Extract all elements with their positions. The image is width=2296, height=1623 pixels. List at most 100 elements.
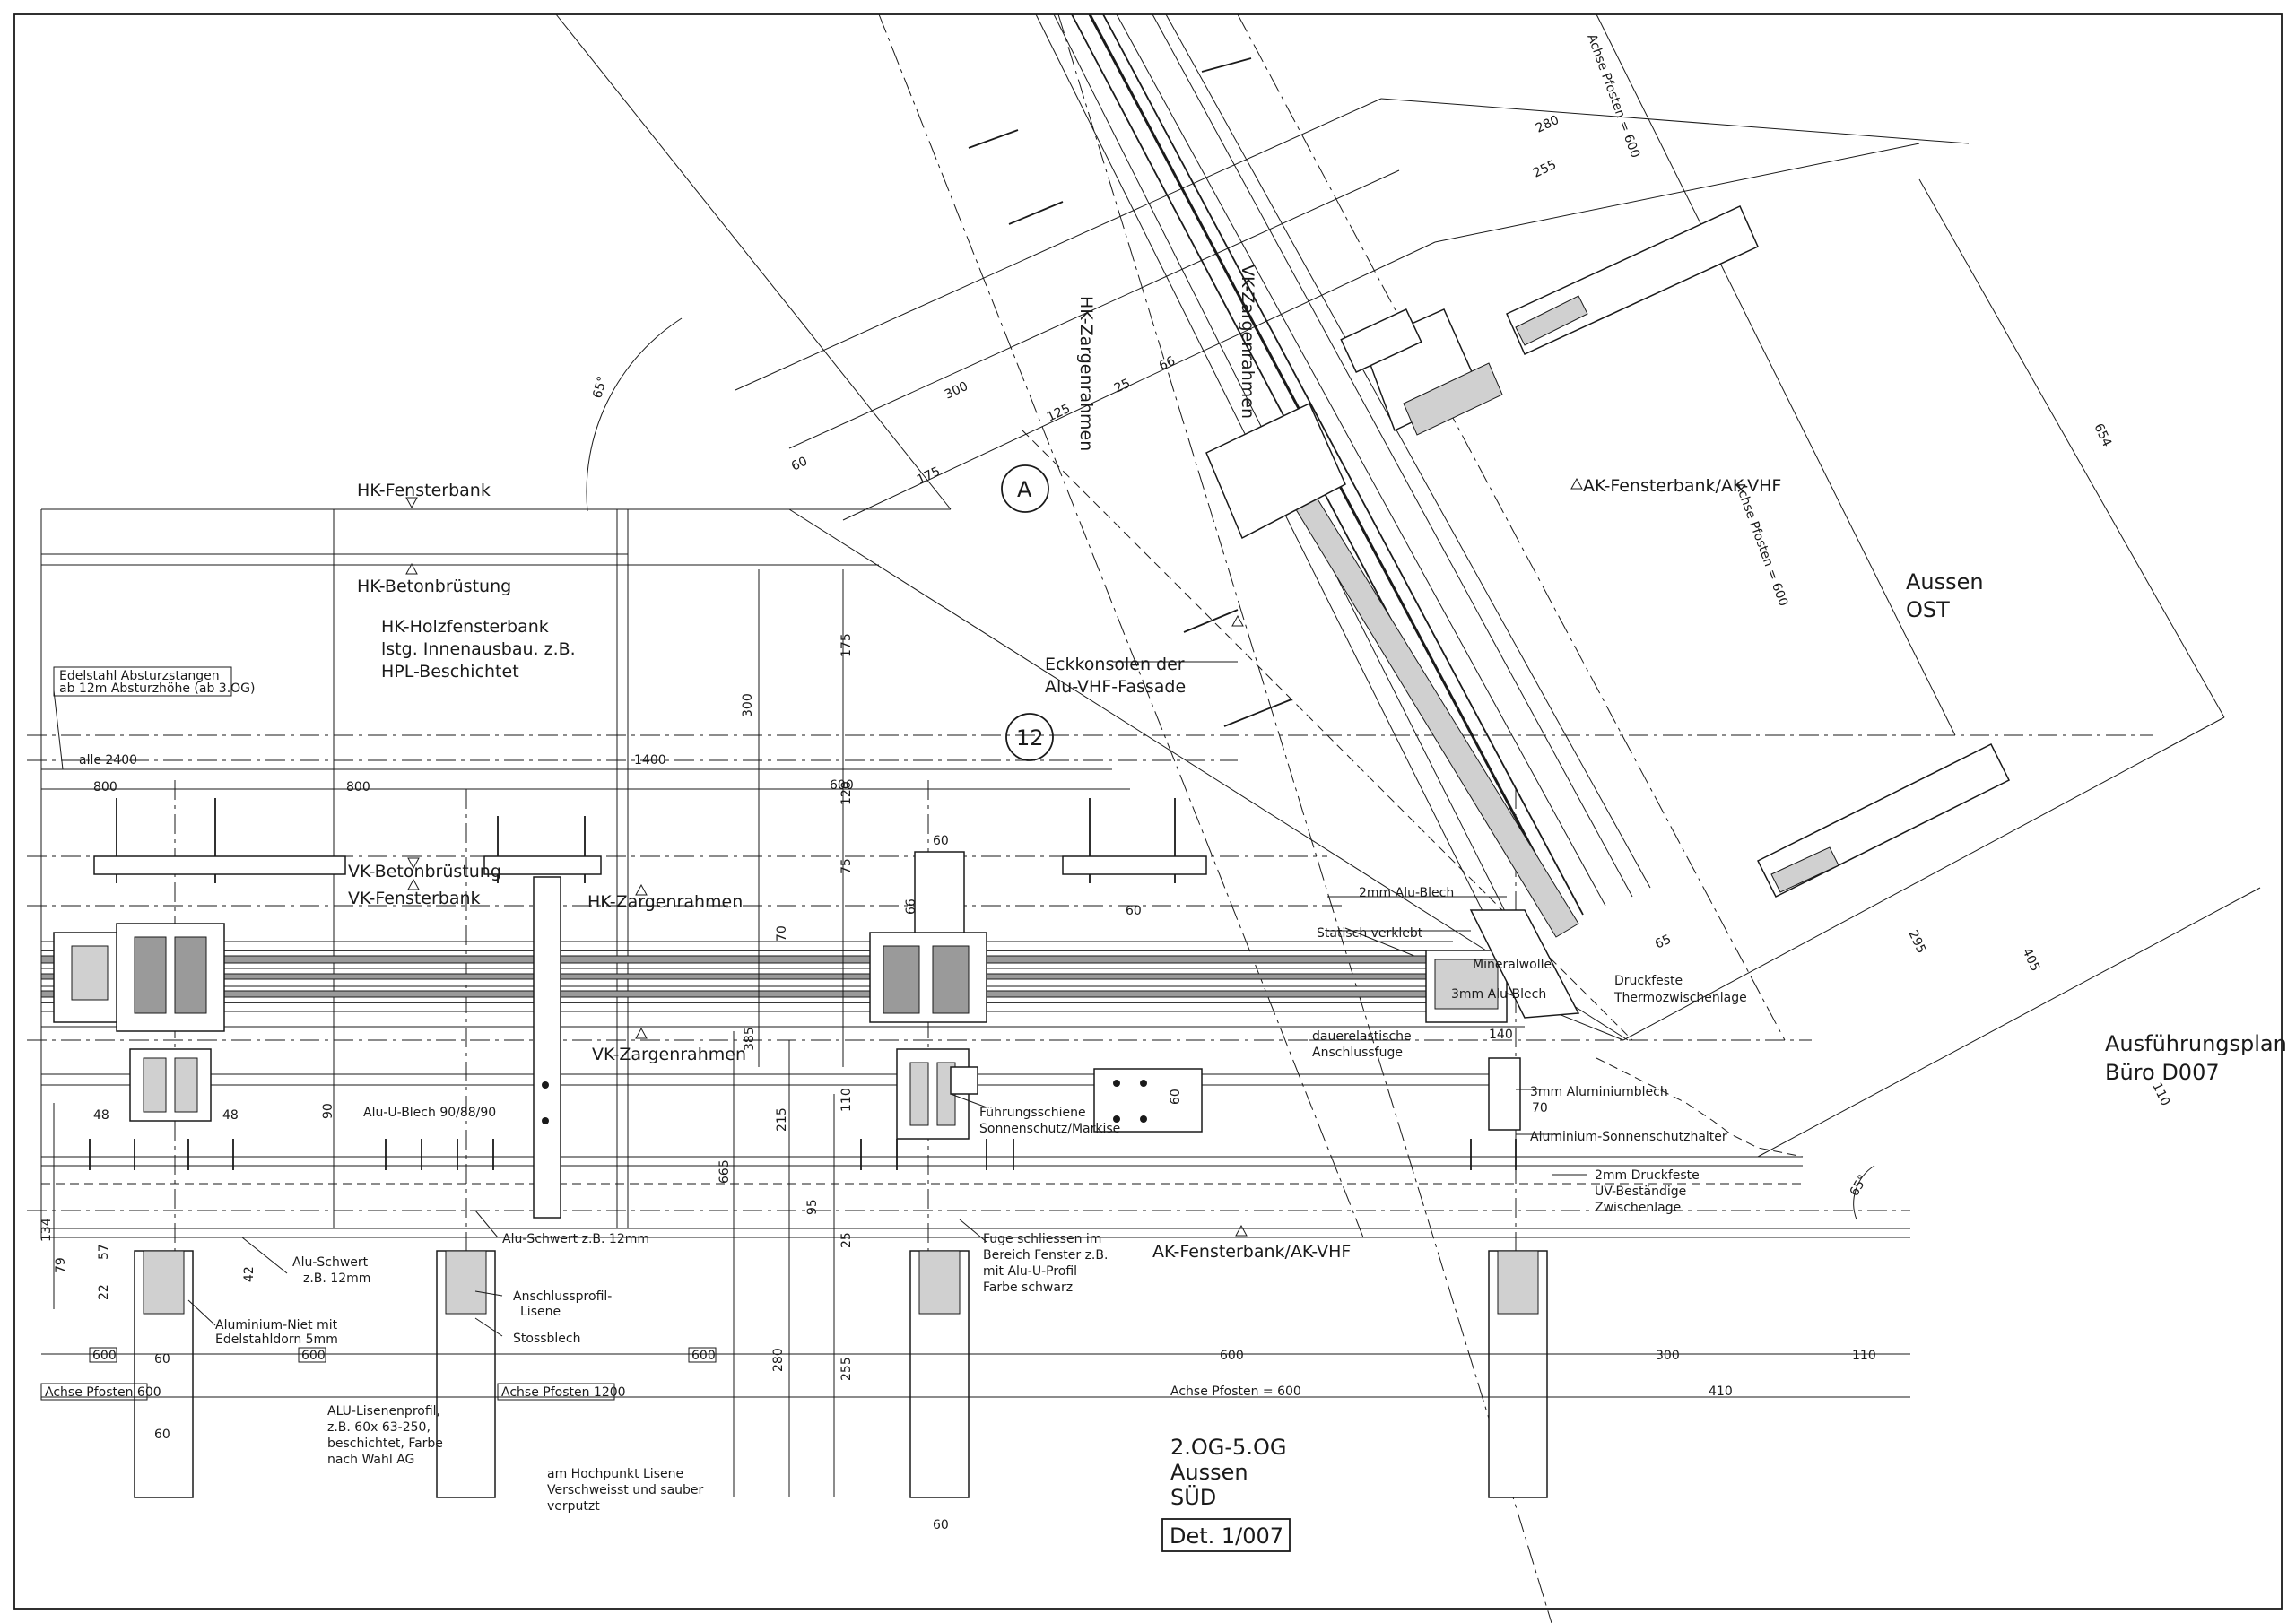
angle-arc-65b: [1853, 1165, 1875, 1220]
dim-60x: 60: [1126, 904, 1142, 918]
aussen-ost-line2: OST: [1906, 597, 1950, 622]
plan-title-line2: Büro D007: [2105, 1060, 2220, 1085]
mineralwolle-label: Mineralwolle: [1473, 958, 1552, 972]
edelstahl-line1: Edelstahl Absturzstangen: [59, 669, 220, 683]
plan-title-line1: Ausführungsplan: [2105, 1031, 2287, 1056]
hk-betonbruestung-label: HK-Betonbrüstung: [357, 577, 511, 596]
vk-fensterbank-label: VK-Fensterbank: [348, 889, 481, 908]
hk-fensterbank-label: HK-Fensterbank: [357, 481, 491, 500]
eckkonsolen-line2: Alu-VHF-Fassade: [1045, 677, 1186, 697]
dim-70h: 70: [1532, 1101, 1548, 1115]
fuge-line2: Bereich Fenster z.B.: [983, 1248, 1108, 1263]
hochpunkt-line3: verputzt: [547, 1499, 600, 1514]
statisch-label: Statisch verklebt: [1317, 926, 1423, 941]
fuge-line4: Farbe schwarz: [983, 1280, 1073, 1295]
dim-90v: 90: [321, 1103, 335, 1119]
achse-pfosten-1200: Achse Pfosten 1200: [501, 1385, 626, 1400]
hk-zargenrahmen-diag: HK-Zargenrahmen: [1076, 296, 1096, 451]
dim-140: 140: [1489, 1028, 1513, 1042]
fuge-line1: Fuge schliessen im: [983, 1232, 1101, 1246]
anschluss-line2: Lisene: [520, 1305, 561, 1319]
dim-255v: 255: [839, 1357, 854, 1381]
anchor-bolts-diag: [968, 57, 1292, 727]
dim-60v: 60: [1169, 1089, 1183, 1105]
dim-175v: 175: [839, 633, 854, 657]
dim-22: 22: [97, 1284, 111, 1300]
dim-60bot: 60: [933, 1518, 949, 1532]
dim-95v: 95: [805, 1199, 820, 1215]
dauerelastisch-line1: dauerelastische: [1312, 1029, 1412, 1044]
hk-holz-line2: lstg. Innenausbau. z.B.: [381, 639, 576, 659]
diagonal-profile-block: [1205, 308, 1503, 540]
marker-12-circle: [1005, 713, 1054, 761]
detail-ref-label: Det. 1/007: [1170, 1523, 1283, 1549]
dim-box-600b: [298, 1347, 326, 1363]
achse-pfosten-eq: Achse Pfosten = 600: [1170, 1384, 1301, 1399]
anchor-bolts-top: [93, 798, 1207, 883]
dimension-lines-top: [41, 569, 1910, 1497]
edelstahl-line2: ab 12m Absturzhöhe (ab 3.OG): [59, 681, 255, 696]
south-glazing-band: [40, 941, 1910, 1229]
anchor-bolts-bottom: [89, 1139, 1517, 1170]
dim-diag-66: 66: [1157, 354, 1178, 374]
eckkonsolen-line1: Eckkonsolen der: [1045, 655, 1185, 674]
druckfeste-2mm-line1: 2mm Druckfeste: [1595, 1168, 1700, 1183]
dim-60c: 60: [933, 834, 949, 848]
achse-box-600: [40, 1383, 148, 1401]
achse-box-1200: [497, 1383, 615, 1401]
niet-line2: Edelstahldorn 5mm: [215, 1332, 338, 1347]
ak-fensterbank-bottom-label: AK-Fensterbank/AK-VHF: [1152, 1242, 1351, 1262]
dim-300h: 300: [1656, 1349, 1680, 1363]
dim-1400: 1400: [634, 753, 666, 768]
dauerelastisch-line2: Anschlussfuge: [1312, 1046, 1403, 1060]
druckfeste-line1: Druckfeste: [1614, 974, 1683, 988]
hk-holz-line1: HK-Holzfensterbank: [381, 617, 549, 637]
dim-70v: 70: [775, 925, 789, 942]
dim-66v: 66: [904, 898, 918, 915]
dim-600top: 600: [830, 778, 854, 793]
dim-280v: 280: [771, 1348, 786, 1372]
frame-profile-mid: [869, 851, 987, 1140]
sheet-border: [13, 13, 2283, 1610]
dim-600b: 600: [301, 1349, 326, 1363]
dim-42: 42: [242, 1266, 257, 1282]
dim-75v: 75: [839, 858, 854, 874]
dim-57: 57: [97, 1244, 111, 1260]
vk-zargenrahmen-diag: VK-Zargenrahmen: [1238, 265, 1257, 419]
lisenen-line1: ALU-Lisenenprofil,: [327, 1404, 440, 1419]
dim-215v: 215: [775, 1107, 789, 1132]
detail-ref-box: [1161, 1518, 1291, 1552]
dim-48a: 48: [93, 1108, 109, 1123]
druckfeste-2mm-line2: UV-Beständige: [1595, 1185, 1686, 1199]
dim-120v: 120: [839, 781, 854, 805]
alu-blech-2mm-label: 2mm Alu-Blech: [1359, 886, 1454, 900]
edelstahl-box: [53, 666, 232, 697]
south-level-label: 2.OG-5.OG: [1170, 1435, 1286, 1460]
lisenen-pillars: [134, 1250, 1548, 1498]
alu-schwert-line1: Alu-Schwert: [292, 1255, 369, 1270]
fuehrungsschiene-line2: Sonnenschutz/Markise: [979, 1122, 1120, 1136]
hatch-diagonal: [1596, 1057, 1804, 1158]
dim-diag-25: 25: [1112, 377, 1133, 396]
south-aussen-label: Aussen: [1170, 1460, 1248, 1485]
druckfeste-line2: Thermozwischenlage: [1613, 991, 1747, 1005]
fuge-line3: mit Alu-U-Profil: [983, 1264, 1077, 1279]
achse-pfosten-600: Achse Pfosten 600: [45, 1385, 161, 1400]
dim-600a: 600: [92, 1349, 117, 1363]
east-consoles: [1506, 205, 2011, 898]
dim-diag-60: 60: [789, 455, 810, 474]
dim-box-600a: [89, 1347, 117, 1363]
ak-fensterbank-top-label: AK-Fensterbank/AK-VHF: [1583, 476, 1781, 496]
dim-665v: 665: [718, 1159, 732, 1184]
angle-arc-65: [586, 317, 683, 512]
dim-60a: 60: [154, 1352, 170, 1367]
dim-800b: 800: [346, 780, 370, 794]
level-triangles: [405, 477, 1583, 1237]
alu-u-blech-label: Alu-U-Blech 90/88/90: [363, 1106, 496, 1120]
dim-600d: 600: [1220, 1349, 1244, 1363]
dim-385v: 385: [743, 1027, 757, 1051]
dim-2400: alle 2400: [79, 753, 137, 768]
diagonal-glazing: [1035, 13, 1651, 942]
dim-800a: 800: [93, 780, 117, 794]
